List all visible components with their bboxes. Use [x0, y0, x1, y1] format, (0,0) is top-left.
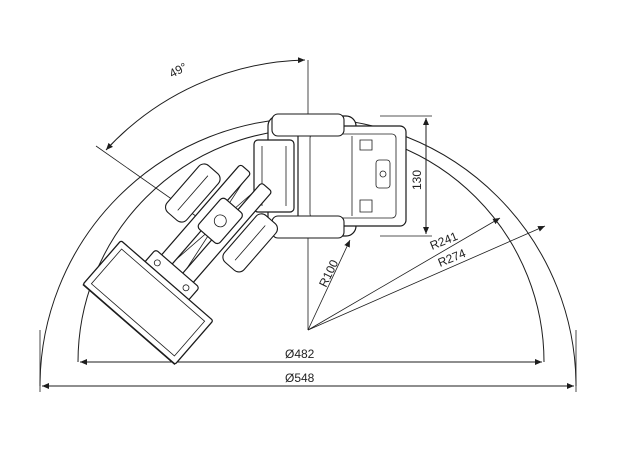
- r274-leader: [307, 225, 546, 331]
- angle-dimension-arc: [105, 57, 306, 151]
- rear-tire-bottom: [271, 215, 345, 239]
- diameter-548-label: Ø548: [285, 371, 315, 385]
- front-frame: [144, 163, 278, 301]
- height-label: 130: [410, 170, 424, 190]
- diameter-482-label: Ø482: [285, 347, 315, 361]
- rear-body: [253, 113, 407, 239]
- rear-tire-top: [271, 113, 345, 137]
- r100-leader: [307, 239, 351, 331]
- angle-label: 49°: [167, 60, 190, 81]
- r100-label: R100: [316, 257, 341, 289]
- r241-leader: [307, 217, 501, 331]
- bucket: [82, 240, 213, 366]
